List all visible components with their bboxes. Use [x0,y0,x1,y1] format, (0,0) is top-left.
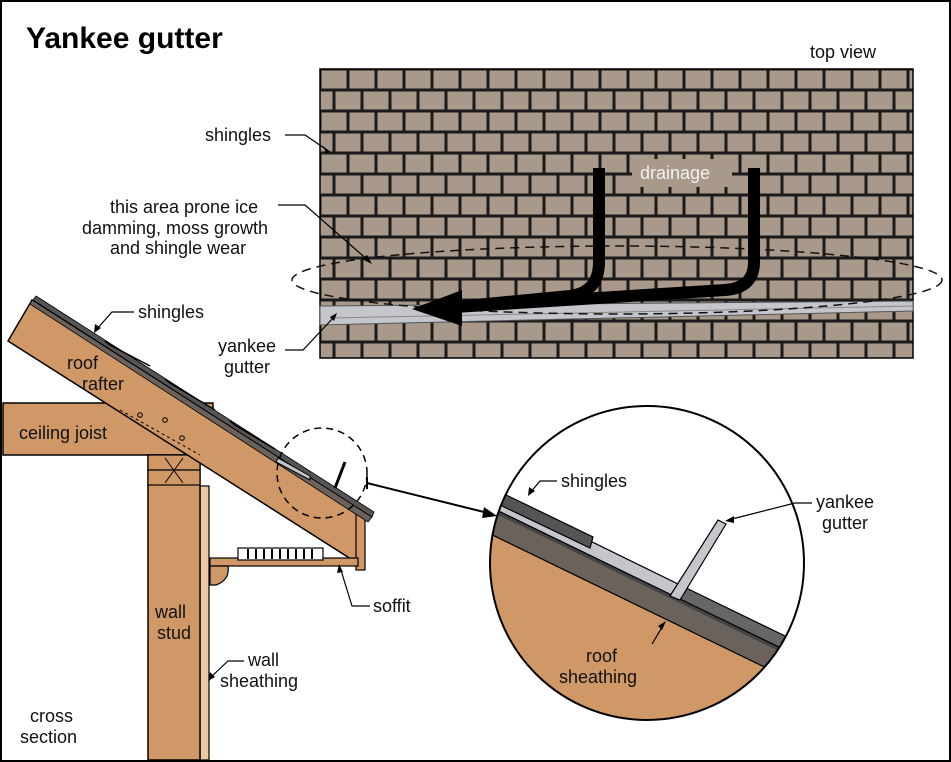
soffit-leader-head [337,564,343,573]
soffit-leader [339,566,370,607]
prone-area-leader [278,204,371,263]
wall-sheathing-line-2: sheathing [220,671,298,691]
yankee-gutter-left-line-2: gutter [224,357,270,377]
roof-rafter-line-2: rafter [82,374,124,394]
detail-view [489,405,805,721]
top-plate-2 [147,469,201,486]
wall-sheathing-leader-head [208,672,215,681]
yankee-gutter-left-leader-head [330,313,337,321]
drainage-label-bg [632,159,732,187]
prone-area-leader-head [362,255,372,264]
roof-rafter-line-1: roof [67,353,99,373]
wall-stud-line-2: stud [157,623,191,643]
wall-stud [147,454,201,761]
nail-1 [137,412,143,418]
detail-connector [366,482,489,514]
yankee-gutter-left-line-1: yankee [218,336,276,356]
shingle-step-2 [164,378,216,411]
ceiling-joist-label: ceiling joist [19,423,107,443]
yankee-gutter-left-leader [285,315,336,351]
yankee-gutter-detail-line-1: yankee [816,492,874,512]
detail-callout-circle [276,427,368,519]
detail-connector-head [482,507,497,518]
prone-area-ellipse [291,245,943,315]
soffit-bracket [209,565,229,586]
yankee-gutter-detail-leader-head [725,516,734,523]
drainage-arrow-right [454,168,760,313]
shingles-top-label: shingles [205,125,271,145]
cross-section-line-2: section [20,727,77,747]
top-view-label: top view [810,42,877,62]
top-view: drainage [291,68,943,359]
shingles-top-leader-head [323,146,330,153]
rafter-gutter-strip [275,457,311,481]
detail-circle-outline [489,405,805,721]
shingles-detail-leader [529,480,557,494]
wall-sheathing-line-1: wall [247,650,279,670]
prone-area-line-3: and shingle wear [110,238,246,258]
yankee-gutter-detail-leader [727,502,812,521]
shingles-rafter-leader-head [94,324,101,333]
gutter-strip-edge [329,305,914,319]
drainage-label: drainage [640,163,710,183]
rafter-gutter-flap [333,461,347,489]
nail-2 [162,417,168,423]
shingles-detail-label: shingles [561,471,627,491]
shingle-step-1 [104,340,151,367]
shingles-detail-leader-head [528,487,535,496]
wall-sheathing [199,485,210,761]
plate-cross-b [164,457,184,484]
prone-area-line-1: this area prone ice [110,197,258,217]
title: Yankee gutter [26,22,223,55]
roof-sheathing-leader-head [658,621,666,630]
detail-gutter-flap [669,519,727,601]
shingle-step-3 [229,420,276,450]
shingles-top-leader [285,134,331,153]
nail-3 [179,435,185,441]
wall-sheathing-leader [209,660,244,679]
cross-section-line-1: cross [30,706,73,726]
shingles-rafter-label: shingles [138,302,204,322]
roof-sheathing-line-1: roof [586,646,618,666]
wall-stud-line-1: wall [154,602,186,622]
yankee-gutter-detail-line-2: gutter [822,513,868,533]
cross-section [2,295,497,761]
shingles-rafter-leader [95,311,134,331]
drainage-arrowhead [412,290,462,326]
roof-sheathing-line-2: sheathing [559,667,637,687]
soffit-label: soffit [373,596,411,616]
prone-area-line-2: damming, moss growth [82,218,268,238]
